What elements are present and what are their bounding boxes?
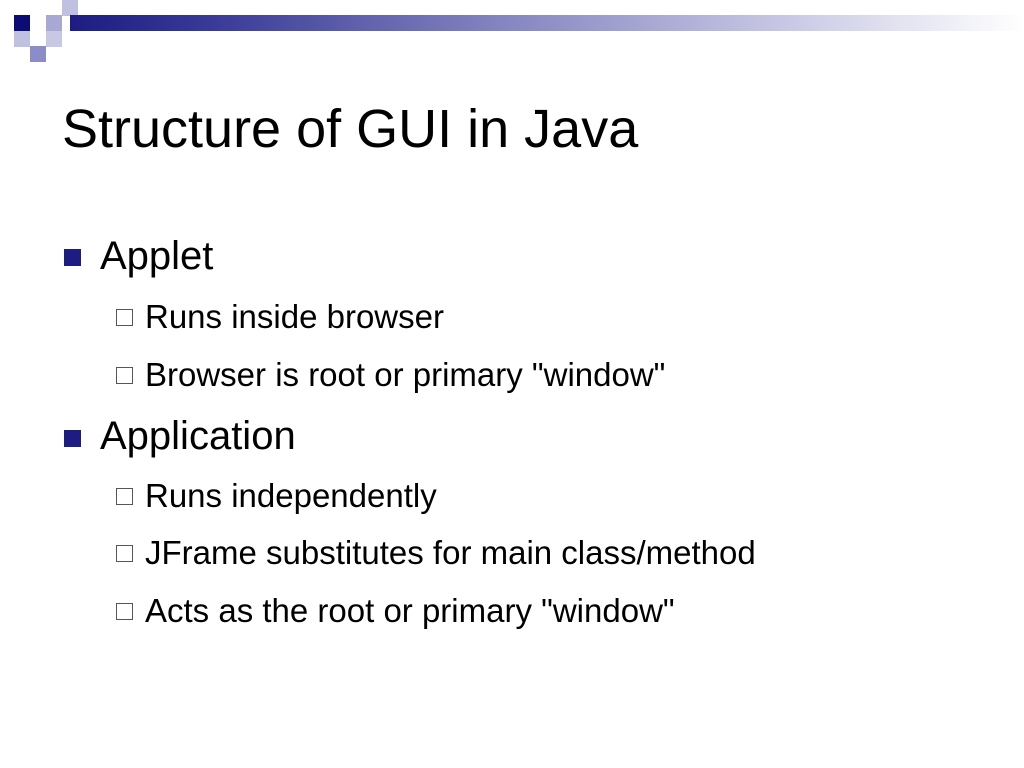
- header-decor-square: [14, 15, 30, 31]
- header-decor-square: [30, 46, 46, 62]
- header-gradient-bar: [70, 15, 1024, 31]
- hollow-square-bullet-icon: [116, 545, 133, 562]
- header-decor-square: [30, 15, 46, 31]
- header-decor-square: [46, 31, 62, 47]
- subitem-runs-independently: Runs independently: [145, 477, 437, 514]
- hollow-square-bullet-icon: [116, 309, 133, 326]
- slide-title: Structure of GUI in Java: [62, 99, 639, 159]
- subitem-jframe-substitutes: JFrame substitutes for main class/method: [145, 534, 756, 571]
- header-decor-square: [46, 15, 62, 31]
- bullet-applet: Applet: [100, 234, 214, 278]
- hollow-square-bullet-icon: [116, 488, 133, 505]
- filled-square-bullet-icon: [64, 249, 81, 266]
- subitem-acts-as-root: Acts as the root or primary "window": [145, 592, 675, 629]
- hollow-square-bullet-icon: [116, 603, 133, 620]
- subitem-browser-is-root: Browser is root or primary "window": [145, 356, 666, 393]
- hollow-square-bullet-icon: [116, 367, 133, 384]
- header-decor-square: [62, 0, 78, 16]
- filled-square-bullet-icon: [64, 430, 81, 447]
- bullet-application: Application: [100, 414, 296, 458]
- header-decor-square: [14, 31, 30, 47]
- subitem-runs-inside-browser: Runs inside browser: [145, 298, 444, 335]
